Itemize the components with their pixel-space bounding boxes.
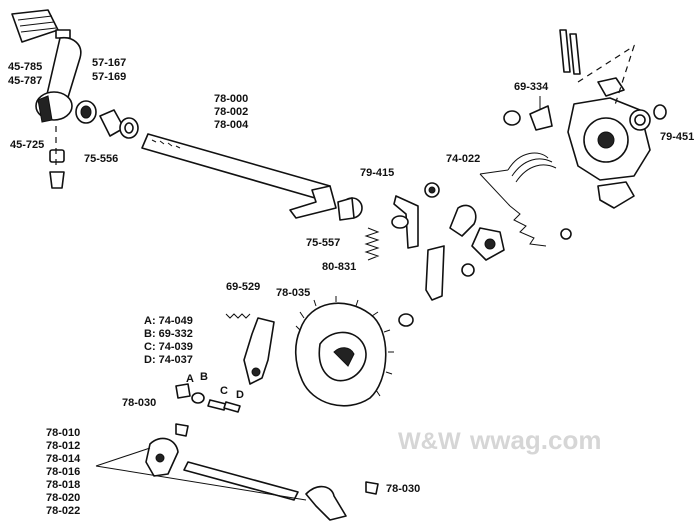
part-d — [223, 401, 241, 413]
ratchet-plate — [294, 296, 394, 407]
pin-upper-2 — [569, 33, 581, 75]
label-75-556: 75-556 — [84, 153, 118, 165]
watermark-badge: W&W — [398, 428, 461, 455]
letter-c: C — [220, 385, 228, 397]
small-parts-abcd — [175, 383, 241, 413]
label-78-030-left: 78-030 — [122, 397, 156, 409]
lever-79-415 — [391, 182, 440, 249]
label-69-334: 69-334 — [514, 81, 549, 93]
part-69-334 — [529, 105, 553, 131]
label-78-002: 78-002 — [214, 106, 248, 118]
bottom-parts — [145, 423, 379, 521]
pawl-lever — [425, 245, 445, 301]
label-75-557: 75-557 — [306, 237, 340, 249]
shifter-pawl-parts — [398, 204, 505, 327]
letter-a: A — [186, 373, 194, 385]
label-45-725: 45-725 — [10, 139, 44, 151]
label-57-167: 57-167 — [92, 57, 126, 69]
label-78-004: 78-004 — [214, 119, 249, 131]
pedal-rubber — [11, 9, 59, 43]
part-a — [175, 383, 191, 399]
nut-45-725 — [49, 149, 65, 163]
spring-74-022 — [507, 152, 572, 247]
clip-79-415 — [391, 215, 409, 229]
label-45-785: 45-785 — [8, 61, 42, 73]
label-74-022: 74-022 — [446, 153, 480, 165]
label-78-030-right: 78-030 — [386, 483, 420, 495]
label-78-010: 78-010 — [46, 427, 80, 439]
nut-69-334 — [503, 110, 521, 126]
bolt-45-725 — [49, 171, 65, 189]
label-80-831: 80-831 — [322, 261, 356, 273]
spring-80-831 — [364, 227, 380, 261]
cover-tab — [597, 181, 635, 209]
spring-69-529 — [225, 313, 251, 319]
label-69-529: 69-529 — [226, 281, 260, 293]
letter-b: B — [200, 371, 208, 383]
gear-lever-end — [305, 485, 347, 521]
legend-c: C: 74-039 — [144, 341, 193, 353]
label-57-169: 57-169 — [92, 71, 126, 83]
lever-78-035 — [243, 317, 275, 385]
leader-lines — [95, 96, 541, 501]
label-78-022: 78-022 — [46, 505, 80, 517]
label-78-014: 78-014 — [46, 453, 81, 465]
legend-b: B: 69-332 — [144, 328, 193, 340]
cover-clip — [597, 77, 625, 97]
screw-78-030-left — [175, 423, 189, 437]
screw-78-030-right — [365, 481, 379, 495]
shaft-gear-end — [289, 185, 337, 219]
pawl-upper — [449, 204, 477, 237]
connecting-rod — [183, 461, 299, 501]
clip-small — [398, 313, 414, 327]
letter-d: D — [236, 389, 244, 401]
label-78-035: 78-035 — [276, 287, 310, 299]
label-79-415: 79-415 — [360, 167, 394, 179]
label-78-000: 78-000 — [214, 93, 248, 105]
part-c — [207, 399, 227, 411]
watermark-text: wwag.com — [469, 425, 601, 455]
label-78-018: 78-018 — [46, 479, 80, 491]
label-79-451: 79-451 — [660, 131, 694, 143]
gearbox-cover — [503, 29, 667, 209]
label-78-012: 78-012 — [46, 440, 80, 452]
part-labels: 45-785 45-787 57-167 57-169 45-725 75-55… — [8, 57, 694, 517]
watermark: W&W wwag.com — [398, 425, 601, 455]
legend-d: D: 74-037 — [144, 354, 193, 366]
part-b — [191, 392, 205, 404]
label-78-020: 78-020 — [46, 492, 80, 504]
pin-upper-1 — [559, 29, 571, 73]
label-45-787: 45-787 — [8, 75, 42, 87]
pedal-pin — [55, 29, 71, 39]
kickstarter-shaft — [141, 133, 363, 221]
kick-pedal-assembly — [11, 9, 139, 189]
label-78-016: 78-016 — [46, 466, 80, 478]
shaft-body — [141, 133, 331, 201]
legend-a: A: 74-049 — [144, 315, 193, 327]
